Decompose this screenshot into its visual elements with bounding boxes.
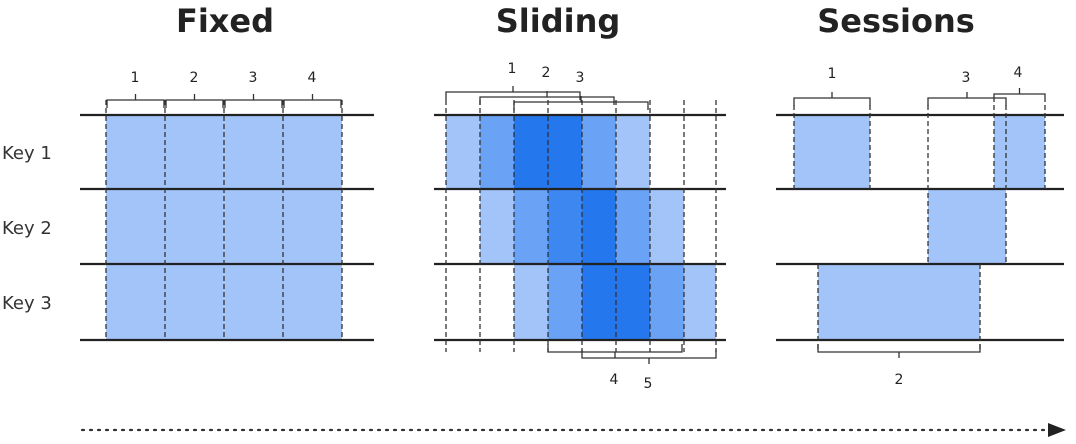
fixed-windows-panel: 1 2 3 4	[80, 70, 374, 342]
fixed-window-label-1: 1	[131, 70, 140, 86]
session-key3	[818, 264, 980, 340]
fixed-window-bracket-1	[106, 94, 165, 108]
title-fixed: Fixed	[176, 2, 274, 40]
sliding-cell-key1-segment2	[480, 115, 514, 189]
sliding-cell-key3-segment1	[514, 264, 548, 340]
session-bracket-1	[793, 92, 871, 106]
session-bracket-3	[927, 92, 1007, 106]
fixed-cell-key2-window3	[224, 189, 283, 264]
sliding-cell-key2-segment5	[616, 189, 650, 264]
session-windows-panel: 1 3 4 2	[776, 65, 1064, 388]
session-bracket-4	[993, 88, 1046, 102]
sliding-cell-key2-segment2	[514, 189, 548, 264]
fixed-window-bracket-2	[165, 94, 224, 108]
fixed-cell-key1-window3	[224, 115, 283, 189]
sliding-cell-key3-segment3	[582, 264, 616, 340]
sliding-window-label-2: 2	[542, 65, 551, 81]
fixed-window-label-2: 2	[190, 70, 199, 86]
fixed-cell-key2-window2	[165, 189, 224, 264]
sliding-window-bracket-2	[479, 91, 615, 105]
sliding-window-label-5: 5	[644, 376, 653, 392]
sliding-window-label-1: 1	[508, 61, 517, 77]
fixed-cell-key3-window2	[165, 264, 224, 340]
key-label-3: Key 3	[2, 293, 52, 314]
fixed-cell-key3-window4	[283, 264, 342, 340]
sliding-window-bracket-3	[513, 96, 649, 110]
sliding-window-label-3: 3	[576, 70, 585, 86]
fixed-window-bracket-3	[224, 94, 283, 108]
sliding-cell-key1-segment1	[446, 115, 480, 189]
session-window-label-3: 3	[962, 70, 971, 86]
session-key2	[928, 189, 1006, 264]
fixed-cell-key3-window3	[224, 264, 283, 340]
sliding-cell-key3-segment6	[684, 264, 716, 340]
sliding-cell-key3-segment4	[616, 264, 650, 340]
title-sessions: Sessions	[817, 2, 975, 40]
sliding-window-bracket-4	[547, 344, 683, 358]
sliding-cell-key1-segment3	[514, 115, 548, 189]
session-bracket-2	[817, 344, 981, 358]
sliding-cell-key2-segment1	[480, 189, 514, 264]
session-key1-b	[994, 115, 1045, 189]
fixed-cell-key2-window1	[106, 189, 165, 264]
time-arrow	[80, 423, 1066, 437]
sliding-cell-key3-segment5	[650, 264, 684, 340]
sliding-cell-key2-segment3	[548, 189, 582, 264]
session-window-label-2: 2	[895, 372, 904, 388]
sliding-cell-key1-segment4	[548, 115, 582, 189]
title-sliding: Sliding	[496, 2, 621, 40]
key-label-1: Key 1	[2, 143, 52, 164]
sliding-windows-panel: 1 2 3 4 5	[434, 61, 726, 392]
fixed-cell-key1-window1	[106, 115, 165, 189]
session-key1-a	[794, 115, 870, 189]
time-arrow-head-icon	[1048, 423, 1066, 437]
sliding-window-bracket-5	[581, 350, 717, 364]
sliding-cell-key2-segment6	[650, 189, 684, 264]
sliding-window-label-4: 4	[610, 372, 619, 388]
sliding-cell-key3-segment2	[548, 264, 582, 340]
sliding-cell-key1-segment5	[582, 115, 616, 189]
key-label-2: Key 2	[2, 218, 52, 239]
fixed-cell-key1-window4	[283, 115, 342, 189]
sliding-cell-key1-segment6	[616, 115, 650, 189]
fixed-cell-key1-window2	[165, 115, 224, 189]
sliding-cell-key2-segment4	[582, 189, 616, 264]
fixed-window-label-3: 3	[249, 70, 258, 86]
session-window-label-4: 4	[1014, 65, 1023, 81]
fixed-window-label-4: 4	[308, 70, 317, 86]
fixed-cell-key3-window1	[106, 264, 165, 340]
session-window-label-1: 1	[828, 66, 837, 82]
fixed-window-bracket-4	[283, 94, 342, 108]
fixed-cell-key2-window4	[283, 189, 342, 264]
sliding-window-bracket-1	[445, 86, 581, 100]
